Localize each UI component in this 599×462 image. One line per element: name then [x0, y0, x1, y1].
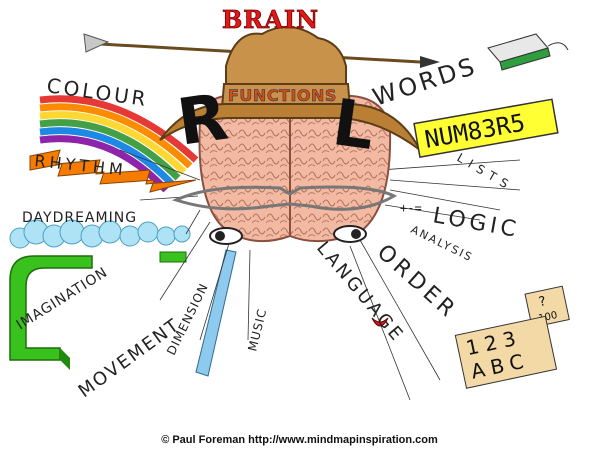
copyright-notice: © Paul Foreman http://www.mindmapinspira… [161, 434, 438, 446]
order-card-sequence: 123 ABC [454, 315, 558, 389]
mouth-icon [371, 317, 389, 327]
hat [159, 26, 421, 151]
hat-band-label: FUNCTIONS [228, 86, 337, 105]
label-rhythm: RHYTHM [34, 151, 128, 180]
rainbow-icon [39, 95, 199, 193]
title: BRAIN [222, 5, 319, 34]
label-daydreaming: DAYDREAMING [22, 210, 137, 226]
eye-icon [209, 225, 367, 245]
book-icon [487, 33, 569, 71]
radiating-lines [119, 149, 521, 401]
dimension-block [195, 249, 237, 377]
label-logic-symbols: +-= [400, 201, 422, 215]
svg-text:?: ? [538, 294, 548, 310]
brain [198, 94, 392, 243]
lightning-icon [29, 149, 197, 193]
label-movement: MOVEMENT [75, 314, 185, 402]
order-card-question: ? 100 [524, 285, 570, 328]
glasses-icon [171, 185, 398, 211]
numbers-box: NUM83R5 [413, 98, 559, 158]
cloud-icon [9, 219, 191, 249]
hemisphere-left-letter: R [173, 81, 232, 161]
arch-icon [9, 251, 187, 370]
